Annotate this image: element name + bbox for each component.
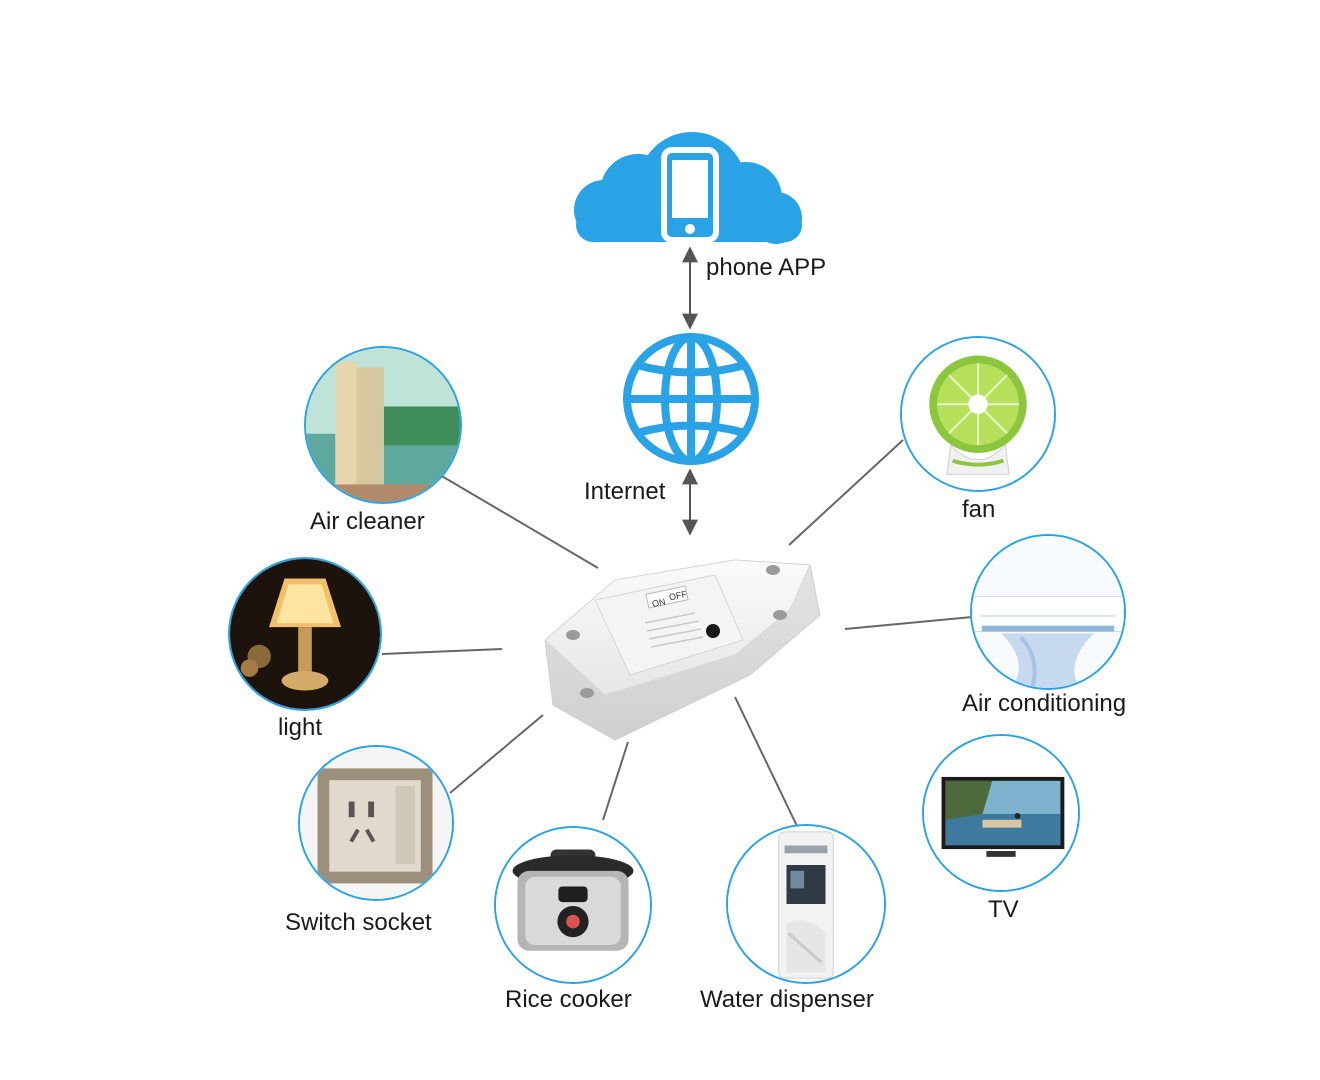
water-dispenser-circle[interactable] [726, 824, 886, 984]
hub-on-label: ON [651, 597, 666, 610]
line-fan [788, 439, 904, 546]
desk-fan-icon [902, 338, 1054, 490]
wall-socket-icon [300, 747, 452, 899]
rice-cooker-label: Rice cooker [505, 986, 632, 1013]
water-dispenser-label: Water dispenser [700, 986, 874, 1013]
phone-app-label: phone APP [706, 254, 827, 281]
light-circle[interactable] [228, 557, 382, 711]
line-switch-socket [449, 714, 544, 794]
table-lamp-icon [230, 559, 380, 709]
fan-label: fan [962, 496, 996, 523]
globe-icon [623, 333, 759, 465]
line-air-cleaner [439, 474, 599, 569]
rice-cooker-icon [496, 828, 650, 982]
internet-label: Internet [584, 478, 666, 505]
air-cleaner-circle[interactable] [304, 346, 462, 504]
rice-cooker-circle[interactable] [494, 826, 652, 984]
switch-socket-circle[interactable] [298, 745, 454, 901]
switch-socket-label: Switch socket [285, 909, 432, 936]
light-label: light [278, 714, 323, 741]
line-water-dispenser [734, 696, 798, 827]
air-conditioner-icon [972, 536, 1124, 688]
air-conditioning-circle[interactable] [970, 534, 1126, 690]
fan-circle[interactable] [900, 336, 1056, 492]
air-cleaner-label: Air cleaner [310, 508, 425, 535]
smart-switch-relay: ON OFF [544, 559, 821, 741]
television-icon [924, 736, 1078, 890]
water-dispenser-icon [728, 826, 884, 982]
smartphone-in-cloud-icon [574, 132, 802, 244]
tv-circle[interactable] [922, 734, 1080, 892]
tv-label: TV [988, 896, 1019, 923]
line-air-conditioning [844, 616, 973, 630]
hub-off-label: OFF [668, 589, 688, 603]
line-light [381, 648, 503, 655]
air-conditioning-label: Air conditioning [962, 690, 1127, 717]
line-rice-cooker [602, 741, 629, 821]
air-cleaner-icon [306, 348, 460, 502]
